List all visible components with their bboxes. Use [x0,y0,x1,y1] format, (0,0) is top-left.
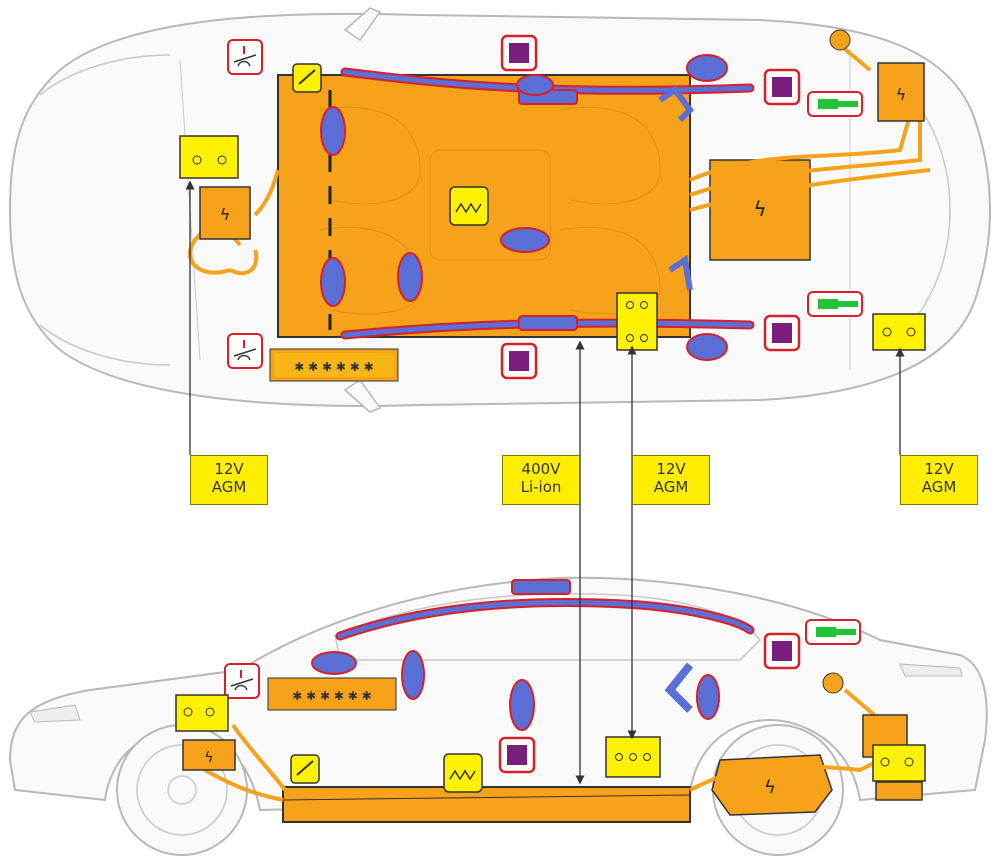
svg-text:✱ ✱ ✱ ✱ ✱ ✱: ✱ ✱ ✱ ✱ ✱ ✱ [292,689,371,703]
svg-text:ϟ: ϟ [220,205,231,224]
side-view-car: ϟ [8,576,988,856]
hv-battery-pack-side [282,786,691,823]
belt-pretensioners-top [500,34,801,380]
svg-text:ϟ: ϟ [204,750,213,766]
battery-12v-mid-side [605,736,661,778]
battery-12v-rear-side [872,744,926,782]
airbags-side [311,650,720,731]
battery-12v-rear-top [872,313,926,351]
svg-text:ϟ: ϟ [764,777,776,798]
gas-struts-top [807,91,863,317]
curtain-airbag-side [335,579,755,641]
active-hood-icon-side [224,663,260,699]
battery-12v-front-top [179,135,239,179]
svg-text:ϟ: ϟ [896,85,907,104]
top-view-car: ϟ [8,7,991,413]
active-hood-icons-top [227,39,263,369]
callout-arrows [185,180,905,785]
curtain-airbag-right [340,318,755,340]
battery-12v-front-side [175,694,229,732]
svg-text:✱ ✱ ✱ ✱ ✱ ✱: ✱ ✱ ✱ ✱ ✱ ✱ [294,360,373,374]
battery-12v-mid-top [616,292,658,351]
airbags-top [320,54,728,361]
belt-pretensioners-side [498,632,801,774]
hv-junction-rear-top [877,62,925,122]
pyro-strip-side [267,677,397,711]
curtain-generator-right [518,315,578,331]
svg-text:ϟ: ϟ [753,197,766,221]
pyro-strip-top [269,348,399,382]
